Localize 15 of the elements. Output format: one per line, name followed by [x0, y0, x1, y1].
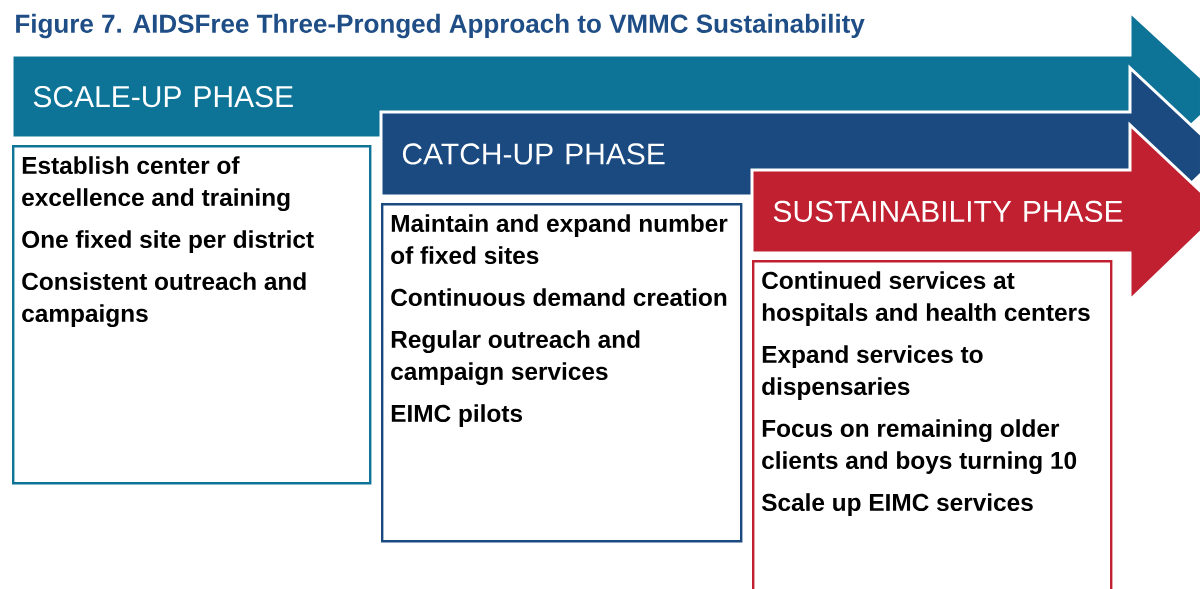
bullet-text: EIMC pilots: [391, 404, 523, 427]
bullet-text: Continued services at hospitals and health centers: [762, 271, 1090, 326]
bullet-text: Expand services to dispensaries: [762, 345, 983, 400]
bullet-text: Consistent outreach and campaigns: [22, 272, 306, 328]
phase-box: [752, 260, 1113, 589]
bullet-text: Continuous demand creation: [391, 288, 727, 307]
phase-box: [381, 203, 743, 543]
bullet-text: Maintain and expand number of fixed sites: [391, 214, 728, 265]
bullet-text: Regular outreach and campaign services: [391, 330, 640, 386]
bullet-text: Scale up EIMC services: [761, 493, 1033, 516]
bullet-text: Establish center of excellence and training: [22, 156, 290, 212]
figure-title: Figure 7. AIDSFree Three-Pronged Approach to VMMC Sustainability: [16, 13, 865, 39]
bullet-text: One fixed site per district: [22, 230, 314, 253]
bullet-text: Focus on remaining older clients and boys turning 10: [762, 419, 1077, 475]
phase-box: [12, 145, 372, 485]
